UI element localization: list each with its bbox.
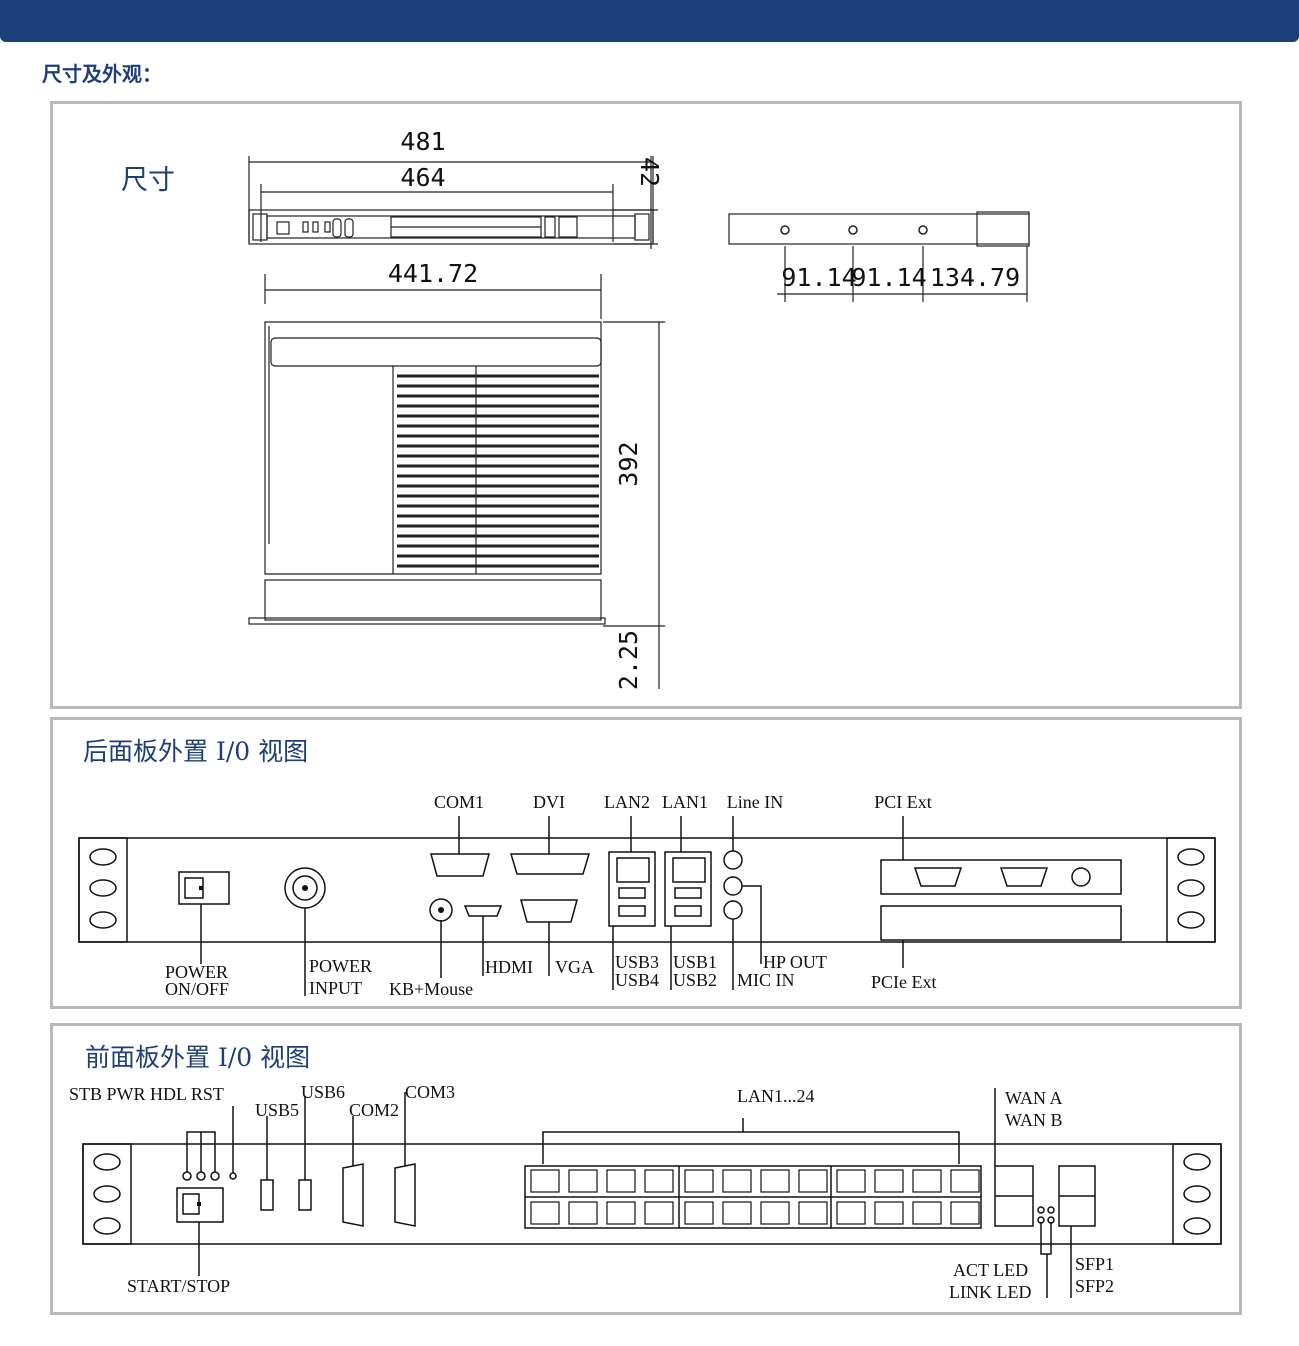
- label-power-onoff-1: POWER: [165, 962, 228, 982]
- label-usb5: USB5: [255, 1100, 299, 1120]
- label-usb4: USB4: [615, 970, 659, 990]
- label-sfp2: SFP2: [1075, 1276, 1114, 1296]
- dim-depth: 392: [614, 441, 643, 486]
- label-com1: COM1: [434, 792, 484, 812]
- dim-height: 42: [635, 157, 664, 187]
- label-hdmi: HDMI: [485, 957, 533, 977]
- dim-hole3: 134.79: [930, 263, 1020, 292]
- label-kb-mouse: KB+Mouse: [389, 979, 473, 999]
- top-banner: [0, 0, 1299, 42]
- label-pci-ext: PCI Ext: [874, 792, 932, 812]
- dim-hole1: 91.14: [781, 263, 856, 292]
- rear-panel-title: 后面板外置 I/0 视图: [83, 737, 309, 766]
- dimensions-panel: 尺寸: [50, 101, 1242, 709]
- label-link-led: LINK LED: [949, 1282, 1031, 1302]
- section-title: 尺寸及外观：: [42, 62, 162, 86]
- label-usb2: USB2: [673, 970, 717, 990]
- front-panel: 前面板外置 I/0 视图: [50, 1023, 1242, 1315]
- label-lan-range: LAN1...24: [737, 1086, 815, 1106]
- label-lan1: LAN1: [662, 792, 708, 812]
- dim-overall-width: 481: [400, 127, 445, 156]
- dimensions-title: 尺寸: [121, 165, 175, 196]
- label-start-stop: START/STOP: [127, 1276, 230, 1296]
- label-power-input-1: POWER: [309, 956, 372, 976]
- label-mic-in: MIC IN: [737, 970, 795, 990]
- label-com2: COM2: [349, 1100, 399, 1120]
- front-panel-title: 前面板外置 I/0 视图: [85, 1043, 311, 1072]
- dim-offset: 2.25: [614, 630, 643, 690]
- front-io-drawing: STB PWR HDL RST USB5 USB6 COM2 COM3 LAN1…: [69, 1082, 1222, 1302]
- label-act-led: ACT LED: [953, 1260, 1028, 1280]
- rear-io-drawing: COM1 DVI LAN2 LAN1 Line IN PCI Ext POWER…: [78, 792, 1216, 999]
- label-usb1: USB1: [673, 952, 717, 972]
- label-wan-b: WAN B: [1005, 1110, 1063, 1130]
- lan-ports: [530, 1169, 980, 1225]
- rear-panel: 后面板外置 I/0 视图: [50, 717, 1242, 1009]
- label-line-in: Line IN: [727, 792, 783, 812]
- label-lan2: LAN2: [604, 792, 650, 812]
- label-pcie-ext: PCIe Ext: [871, 972, 937, 992]
- label-vga: VGA: [555, 957, 594, 977]
- label-sfp1: SFP1: [1075, 1254, 1114, 1274]
- dimension-drawing: 481 464 42 441.72 392 2.25 91.14 91.14 1…: [248, 127, 1030, 690]
- label-power-input-2: INPUT: [309, 978, 362, 998]
- label-dvi: DVI: [533, 792, 565, 812]
- label-wan-a: WAN A: [1005, 1088, 1063, 1108]
- dim-mount-width: 441.72: [388, 259, 478, 288]
- label-com3: COM3: [405, 1082, 455, 1102]
- dim-body-width: 464: [400, 163, 445, 192]
- label-usb6: USB6: [301, 1082, 345, 1102]
- label-power-onoff-2: ON/OFF: [165, 979, 229, 999]
- label-hp-out: HP OUT: [763, 952, 827, 972]
- vent-fins: [397, 374, 599, 568]
- label-usb3: USB3: [615, 952, 659, 972]
- label-status-leds: STB PWR HDL RST: [69, 1084, 224, 1104]
- dim-hole2: 91.14: [851, 263, 926, 292]
